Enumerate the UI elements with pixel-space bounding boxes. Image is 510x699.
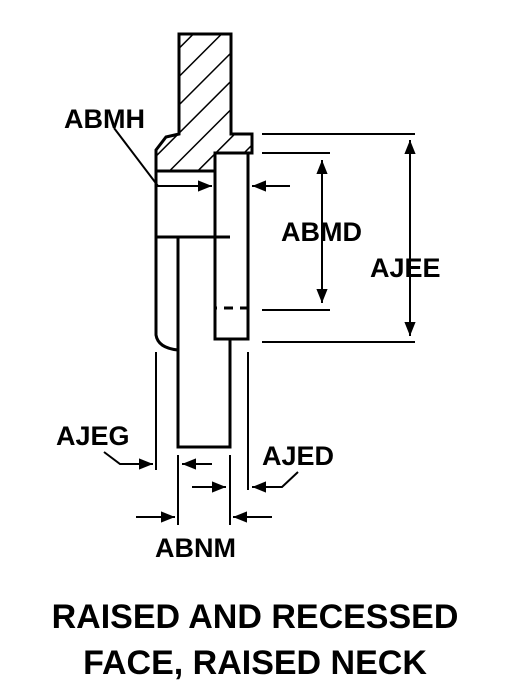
- dimension-arrows: [103, 127, 416, 523]
- extension-lines: [155, 133, 415, 525]
- label-ajeg: AJEG: [56, 421, 130, 451]
- hatched-neck-section: [154, 32, 254, 173]
- label-abmh: ABMH: [64, 104, 145, 134]
- label-ajed: AJED: [262, 441, 334, 471]
- caption-line-2: FACE, RAISED NECK: [83, 644, 427, 682]
- label-abmd: ABMD: [281, 217, 362, 247]
- label-abnm: ABNM: [155, 533, 236, 563]
- caption-line-1: RAISED AND RECESSED: [52, 598, 459, 636]
- flange-body: [154, 151, 250, 449]
- label-ajee: AJEE: [370, 253, 441, 283]
